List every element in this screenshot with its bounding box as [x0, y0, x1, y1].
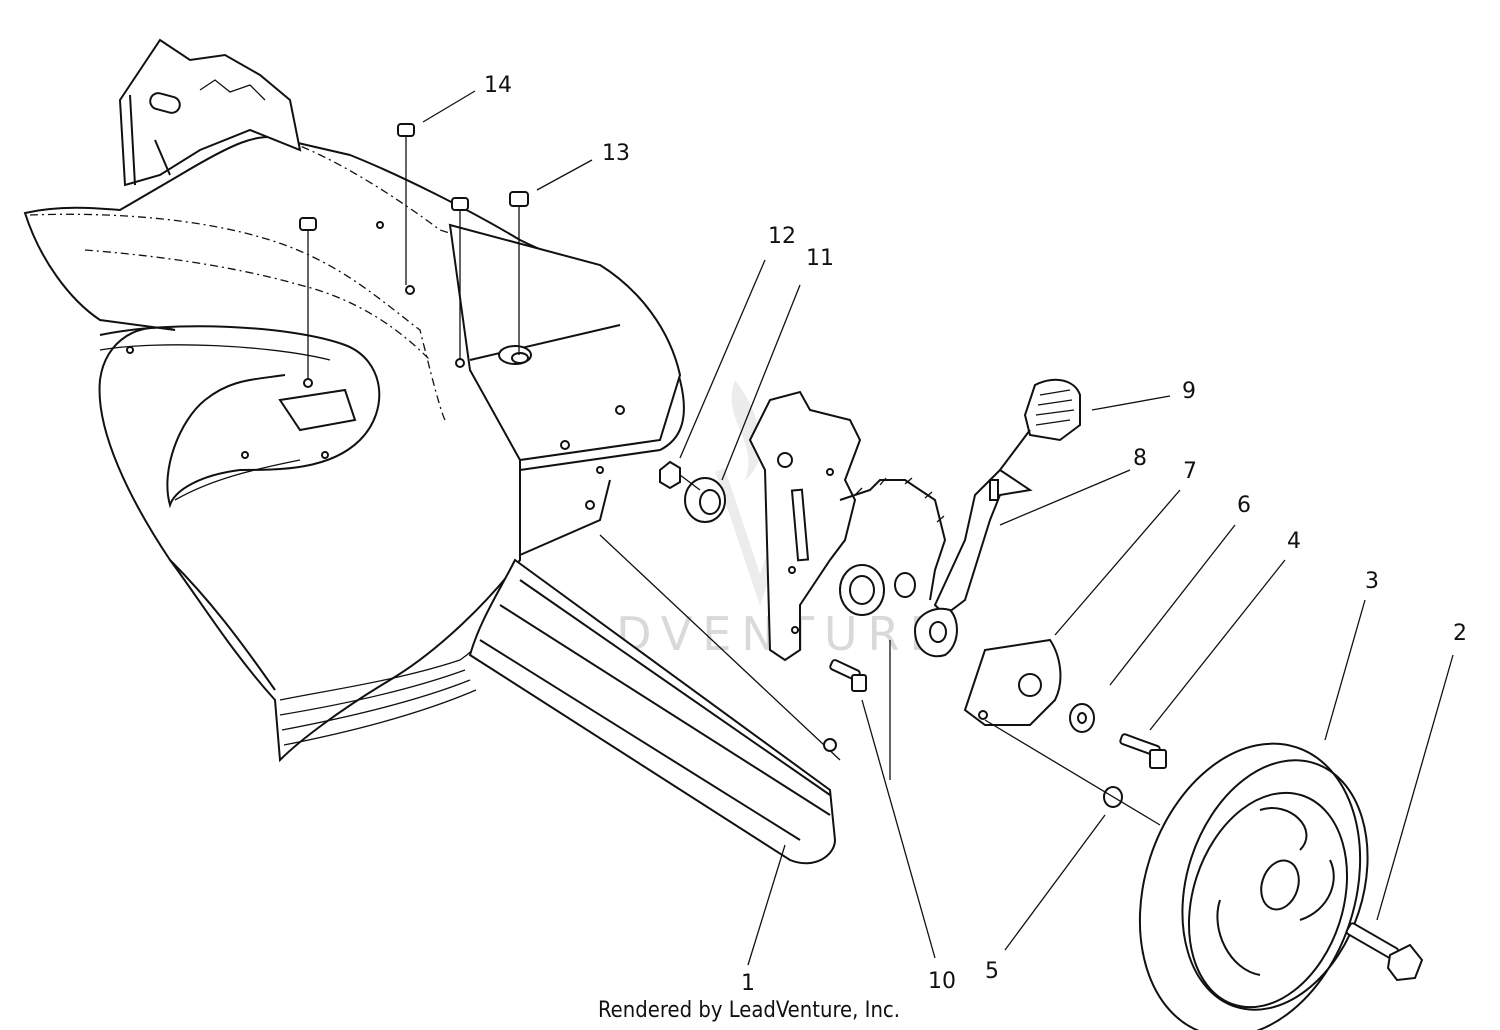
callout-4: 4	[1287, 529, 1301, 554]
axle-bolt	[1119, 733, 1167, 769]
callout-10: 10	[928, 969, 956, 994]
callout-14: 14	[484, 73, 512, 98]
callout-13: 13	[602, 141, 630, 166]
pin	[299, 217, 317, 380]
washer	[1069, 703, 1095, 733]
callout-12: 12	[768, 224, 796, 249]
pin	[509, 191, 529, 355]
height-adjuster-plate	[748, 390, 947, 662]
callout-11: 11	[806, 246, 834, 271]
wheel-bracket	[963, 638, 1062, 726]
pin	[397, 123, 415, 285]
callout-2: 2	[1453, 621, 1467, 646]
trailing-shield	[468, 534, 841, 865]
plate-bushing	[839, 564, 916, 616]
bolt	[829, 659, 867, 692]
rear-chute	[118, 38, 302, 187]
callout-5: 5	[985, 959, 999, 984]
callout-1: 1	[741, 971, 755, 996]
callout-3: 3	[1365, 569, 1379, 594]
callout-9: 9	[1182, 379, 1196, 404]
callout-7: 7	[1183, 459, 1197, 484]
callout-6: 6	[1237, 493, 1251, 518]
callout-labels: 1 2 3 4 5 6 7 8 9 10 11 12 13 14	[484, 73, 1467, 996]
wheel-bolt	[1345, 922, 1424, 982]
wheel	[1138, 742, 1369, 1030]
callout-8: 8	[1133, 446, 1147, 471]
pin	[451, 197, 469, 360]
credit-text: Rendered by LeadVenture, Inc.	[598, 998, 900, 1023]
pins	[299, 123, 529, 380]
adjuster-lever	[913, 378, 1081, 658]
leader-lines	[422, 90, 1454, 966]
bushing	[659, 460, 726, 523]
